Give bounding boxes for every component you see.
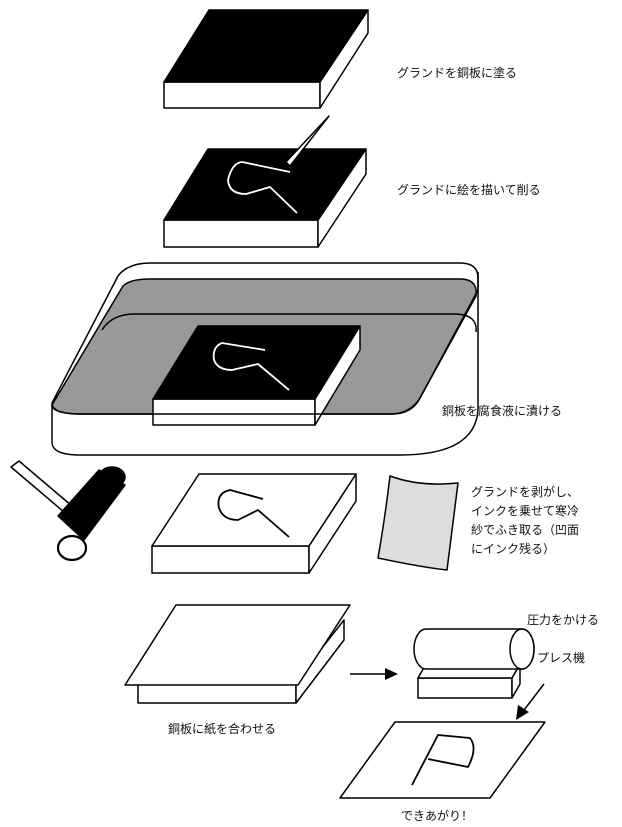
finished-label: できあがり！	[401, 809, 474, 823]
paper-on-plate	[124, 604, 351, 704]
ink-wipe-line: にインク残る）	[471, 542, 556, 556]
tray-rim	[51, 262, 479, 415]
press-pressure-label: 圧力をかける	[527, 613, 600, 627]
etching-tray	[51, 262, 479, 456]
ink-wipe-line: インクを乗せて寒冷	[471, 504, 580, 518]
step-etch-bath-label: 銅板を腐食液に漬ける	[442, 404, 563, 418]
arrow-to-print-icon	[516, 683, 545, 720]
ink-roller-icon	[10, 460, 126, 562]
etching-needle-icon	[285, 115, 330, 167]
plate-after-etch	[151, 473, 357, 574]
plate-in-bath	[152, 325, 361, 426]
paper-on-plate-label: 銅板に紙を合わせる	[168, 722, 277, 736]
plate-drawing-into-ground	[163, 115, 367, 248]
step-coat-ground-label: グランドを銅板に塗る	[397, 66, 518, 80]
arrow-to-press-icon	[350, 668, 398, 680]
engraved-line	[227, 161, 298, 214]
press-machine-icon	[413, 628, 535, 699]
ink-wipe-line: グランドを剥がし、	[471, 485, 580, 499]
press-machine-label: プレス機	[537, 651, 586, 665]
plate-coated-with-ground	[163, 9, 369, 109]
step-draw-ground-label: グランドに絵を描いて削る	[397, 183, 541, 197]
finished-print	[339, 721, 546, 799]
ink-wipe-line: 紗でふき取る（凹面	[471, 523, 580, 537]
tarlatan-cloth	[377, 475, 459, 571]
step-ink-wipe-label: グランドを剥がし、 インクを乗せて寒冷 紗でふき取る（凹面 にインク残る）	[471, 484, 579, 558]
